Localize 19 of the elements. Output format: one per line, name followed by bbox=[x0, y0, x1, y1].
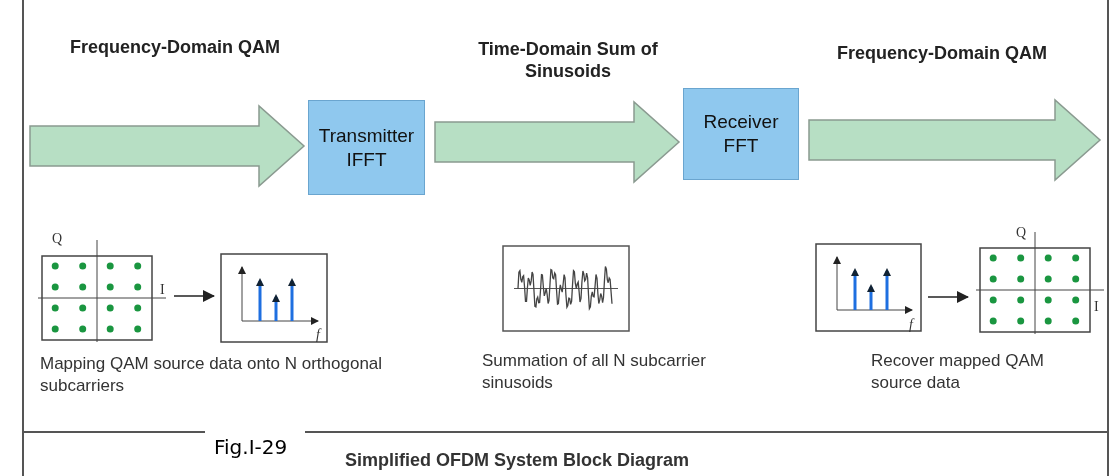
spectrum-plot-drawing bbox=[815, 243, 922, 332]
arrow bbox=[173, 290, 215, 302]
block-arrow bbox=[434, 100, 681, 184]
description-text: Summation of all N subcarrier sinusoids bbox=[482, 350, 707, 394]
spectrum-plot-drawing bbox=[220, 253, 328, 343]
description-text: Mapping QAM source data onto N orthogonal subcarriers bbox=[40, 353, 384, 397]
axis-label: I bbox=[160, 283, 165, 297]
caption: Simplified OFDM System Block Diagram bbox=[345, 450, 690, 471]
axis-label: f bbox=[909, 318, 913, 332]
process-box: Receiver FFT bbox=[683, 88, 799, 180]
block-arrow bbox=[29, 104, 306, 188]
block-arrow bbox=[808, 98, 1102, 182]
figure-number: Fig.I-29 bbox=[214, 434, 288, 460]
process-box: Transmitter IFFT bbox=[308, 100, 425, 195]
waveform-plot-drawing bbox=[502, 245, 630, 332]
axis-label: f bbox=[316, 328, 320, 342]
description-text: Recover mapped QAM source data bbox=[871, 350, 1045, 394]
axis-label: I bbox=[1094, 300, 1099, 314]
arrow bbox=[927, 291, 969, 303]
